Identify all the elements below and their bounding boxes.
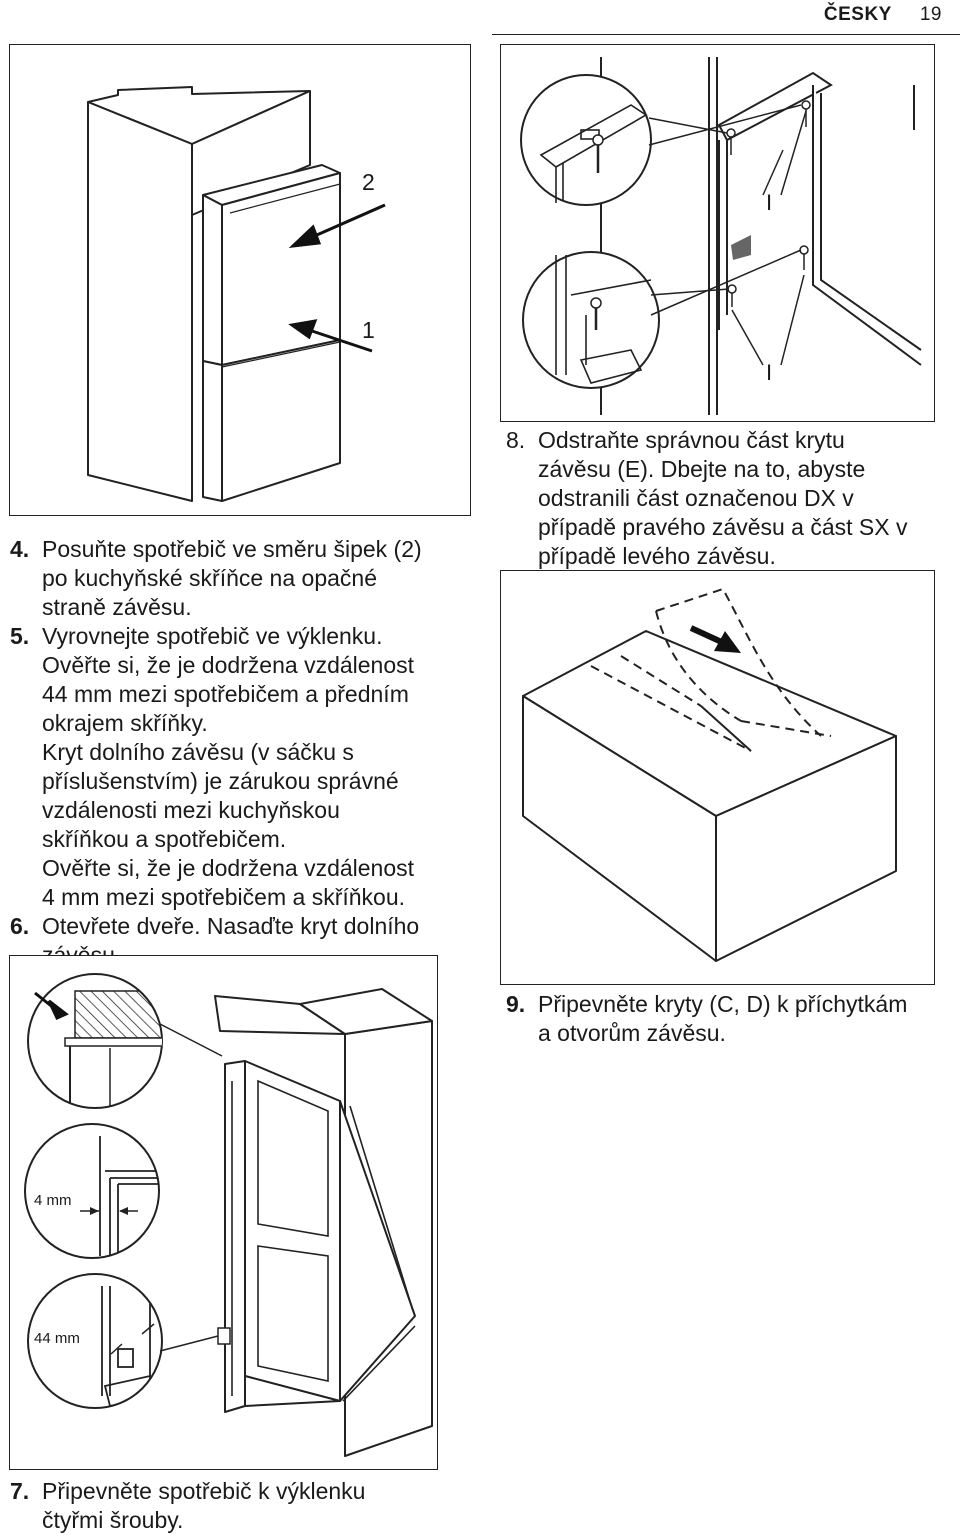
arrow-label-2: 2 xyxy=(362,169,375,195)
step-7: 7. Připevněte spotřebič k výklenku čtyřm… xyxy=(2,1477,472,1535)
screw-label-upper: I xyxy=(766,190,772,215)
step-text-line: Odstraňte správnou část krytu xyxy=(538,427,845,453)
figure-slide-appliance: 2 1 xyxy=(9,44,471,516)
step-number: 9. xyxy=(506,991,526,1017)
steps-column-right-bottom: 9. Připevněte kryty (C, D) k příchytkám … xyxy=(498,990,960,1048)
step-text-line: případě levého závěsu. xyxy=(538,543,776,569)
arrow-label-1: 1 xyxy=(362,317,375,343)
step-text-line: a otvorům závěsu. xyxy=(538,1020,726,1046)
illustration-fix-screws: I I xyxy=(520,57,922,415)
step-text-line: Otevřete dveře. Nasaďte kryt dolního xyxy=(42,913,420,939)
step-number: 4. xyxy=(10,536,30,562)
screw-label-lower: I xyxy=(766,360,772,385)
step-text-line: Ověřte si, že je dodržena vzdálenost xyxy=(42,652,415,678)
step-text-line: Připevněte spotřebič k výklenku xyxy=(42,1478,366,1504)
step-text-line: případě pravého závěsu a část SX v xyxy=(538,514,908,540)
step-4: 4. Posuňte spotřebič ve směru šipek (2) … xyxy=(2,535,472,622)
steps-column-left-top: 4. Posuňte spotřebič ve směru šipek (2) … xyxy=(2,535,472,970)
step-text-line: skříňkou a spotřebičem. xyxy=(42,826,287,852)
step-text-line: 44 mm mezi spotřebičem a předním xyxy=(42,681,409,707)
step-text-line: straně závěsu. xyxy=(42,594,192,620)
step-number: 5. xyxy=(10,623,30,649)
language-label: ČESKY xyxy=(823,4,892,25)
step-text-line: Vyrovnejte spotřebič ve výklenku. xyxy=(42,623,383,649)
header-rule xyxy=(492,34,960,35)
figure-hinge-cover-distances: 4 mm 44 mm xyxy=(9,955,438,1470)
illustration-hinge-cover-cut xyxy=(522,587,897,962)
distance-label-44mm: 44 mm xyxy=(34,1330,80,1347)
step-text-line: Kryt dolního závěsu (v sáčku s xyxy=(42,739,354,765)
step-text-line: závěsu (E). Dbejte na to, abyste xyxy=(538,456,866,482)
step-text-line: okrajem skříňky. xyxy=(42,710,208,736)
step-text-line: příslušenstvím) je zárukou správné xyxy=(42,768,399,794)
step-text-line: Připevněte kryty (C, D) k příchytkám xyxy=(538,991,908,1017)
step-text-line: 4 mm mezi spotřebičem a skříňkou. xyxy=(42,884,406,910)
step-number: 6. xyxy=(10,913,30,939)
steps-column-left-bottom: 7. Připevněte spotřebič k výklenku čtyřm… xyxy=(2,1477,472,1535)
step-5: 5. Vyrovnejte spotřebič ve výklenku. Ově… xyxy=(2,622,472,912)
step-text-line: Ověřte si, že je dodržena vzdálenost xyxy=(42,855,415,881)
step-number: 8. xyxy=(506,427,526,453)
illustration-hinge-cover-distances: 4 mm 44 mm xyxy=(24,973,433,1457)
page-number: 19 xyxy=(919,4,942,25)
step-text-line: odstranili část označenou DX v xyxy=(538,485,854,511)
illustration-slide-appliance: 2 1 xyxy=(87,86,386,502)
figure-fix-screws: I I xyxy=(500,44,935,422)
figure-hinge-cover-cut xyxy=(500,570,935,985)
step-8: 8. Odstraňte správnou část krytu závěsu … xyxy=(498,426,960,571)
step-text-line: Posuňte spotřebič ve směru šipek (2) xyxy=(42,536,422,562)
steps-column-right-top: 8. Odstraňte správnou část krytu závěsu … xyxy=(498,426,960,571)
distance-label-4mm: 4 mm xyxy=(34,1192,72,1209)
step-9: 9. Připevněte kryty (C, D) k příchytkám … xyxy=(498,990,960,1048)
page-header: ČESKY 19 xyxy=(824,4,942,26)
step-text-line: po kuchyňské skříňce na opačné xyxy=(42,565,377,591)
step-number: 7. xyxy=(10,1478,30,1504)
step-text-line: vzdálenosti mezi kuchyňskou xyxy=(42,797,340,823)
step-text-line: čtyřmi šrouby. xyxy=(42,1507,184,1533)
